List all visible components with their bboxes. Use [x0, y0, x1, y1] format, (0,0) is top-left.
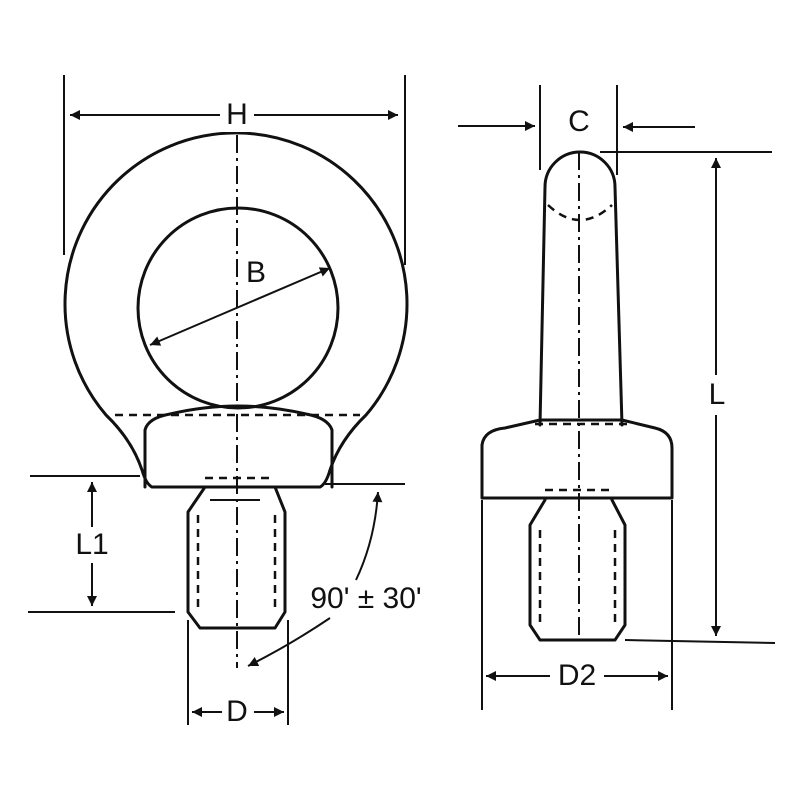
eye-ring-outer — [63, 131, 409, 489]
side-stem-hidden-arc — [547, 204, 613, 222]
collar — [143, 404, 334, 489]
label-l1: L1 — [75, 528, 108, 561]
side-collar — [480, 418, 674, 500]
side-view: C L D2 — [458, 85, 776, 710]
side-thread — [528, 498, 627, 642]
label-angle-tolerance: 90' ± 30' — [310, 582, 421, 615]
label-c: C — [568, 105, 590, 138]
angle-arrow-upper — [355, 491, 383, 581]
label-l: L — [709, 378, 726, 411]
label-d: D — [226, 695, 248, 728]
b-dimension-arrow — [149, 267, 331, 346]
label-d2: D2 — [558, 659, 596, 692]
angle-arrow-lower — [247, 617, 331, 667]
l-extension-bottom — [624, 639, 776, 644]
side-stem — [538, 150, 624, 427]
label-b: B — [246, 256, 266, 289]
front-view: H B L1 D 90' ± 30' — [28, 75, 422, 728]
shank — [186, 485, 287, 630]
label-h: H — [226, 98, 248, 131]
